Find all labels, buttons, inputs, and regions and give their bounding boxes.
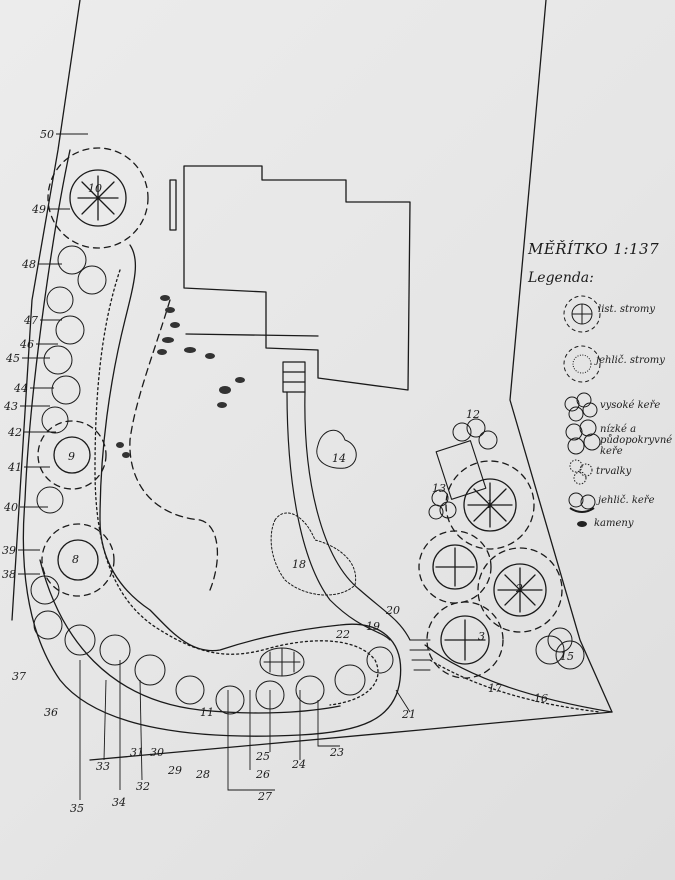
plant-label-10: 10 bbox=[88, 182, 102, 195]
plant-label-46: 46 bbox=[19, 338, 34, 351]
legend-title: Legenda: bbox=[528, 270, 594, 286]
shrub-15 bbox=[535, 627, 585, 670]
garden-path-edge bbox=[304, 391, 411, 641]
plant-label-15: 15 bbox=[560, 650, 574, 663]
plant-label-29: 29 bbox=[167, 764, 182, 777]
shrub-cluster-left bbox=[30, 245, 394, 715]
stones-terrace bbox=[116, 295, 245, 458]
legend-label-stone: kameny bbox=[594, 518, 634, 529]
arbor-square bbox=[435, 440, 487, 500]
plant-label-49: 49 bbox=[31, 203, 46, 216]
plant-label-35: 35 bbox=[70, 802, 84, 815]
plant-label-19: 19 bbox=[366, 620, 380, 633]
bed-outer bbox=[22, 149, 402, 737]
plant-label-20: 20 bbox=[385, 604, 400, 617]
plant-label-12: 12 bbox=[466, 408, 480, 421]
plant-label-34: 34 bbox=[112, 796, 126, 809]
plant-label-18: 18 bbox=[292, 558, 306, 571]
plant-label-45: 45 bbox=[5, 352, 20, 365]
boundary-right bbox=[509, 0, 613, 713]
plant-label-30: 30 bbox=[150, 746, 164, 759]
tree-1 bbox=[445, 460, 535, 550]
plant-label-38: 38 bbox=[2, 568, 16, 581]
tree-10 bbox=[47, 147, 149, 249]
plant-label-48: 48 bbox=[21, 258, 36, 271]
right-strip bbox=[424, 644, 613, 713]
tree-unnumbered bbox=[418, 530, 492, 604]
plant-label-39: 39 bbox=[2, 544, 16, 557]
plant-label-47: 47 bbox=[23, 314, 38, 327]
plant-label-1: 1 bbox=[486, 498, 493, 511]
plant-label-13: 13 bbox=[432, 482, 446, 495]
plant-label-2: 2 bbox=[515, 582, 523, 595]
plant-label-22: 22 bbox=[335, 628, 350, 641]
scale-title: MĚŘÍTKO 1:137 bbox=[528, 240, 660, 258]
path-steps bbox=[409, 639, 431, 671]
shrub-12 bbox=[452, 418, 498, 450]
legend-symbol-conifer-shrub bbox=[568, 492, 596, 513]
legend-label-tall-shrub: vysoké keře bbox=[600, 400, 661, 411]
boundary-bottom bbox=[89, 711, 613, 761]
plant-label-44: 44 bbox=[13, 382, 28, 395]
plant-label-26: 26 bbox=[255, 768, 270, 781]
stone-feature bbox=[259, 647, 305, 677]
tree-8 bbox=[41, 523, 115, 597]
plant-label-9: 9 bbox=[68, 450, 75, 463]
perennial-18 bbox=[270, 512, 357, 596]
plant-label-33: 33 bbox=[96, 760, 110, 773]
legend-label-perennial: trvalky bbox=[596, 466, 632, 477]
shrub-14 bbox=[316, 430, 357, 469]
house-inner-line bbox=[185, 333, 319, 337]
plant-label-16: 16 bbox=[534, 692, 548, 705]
perennial-13 bbox=[428, 489, 457, 520]
plant-label-37: 37 bbox=[12, 670, 26, 683]
plant-label-42: 42 bbox=[7, 426, 22, 439]
plant-label-36: 36 bbox=[44, 706, 58, 719]
plant-label-8: 8 bbox=[72, 553, 79, 566]
plant-label-41: 41 bbox=[7, 461, 22, 474]
legend-label-conifer-shrub: jehlič. keře bbox=[598, 495, 655, 506]
legend-symbol-low-shrub bbox=[565, 419, 601, 455]
plant-label-43: 43 bbox=[3, 400, 18, 413]
right-strip-inner bbox=[429, 659, 601, 713]
plant-label-27: 27 bbox=[257, 790, 272, 803]
legend-label-low-shrub: nízké a půdopokryvné keře bbox=[600, 424, 673, 457]
plant-label-40: 40 bbox=[3, 501, 18, 514]
legend-symbol-tall-shrub bbox=[564, 392, 598, 422]
plant-label-50: 50 bbox=[40, 128, 54, 141]
plant-label-31: 31 bbox=[130, 746, 144, 759]
plant-label-32: 32 bbox=[136, 780, 150, 793]
plant-label-11: 11 bbox=[200, 706, 214, 719]
tree-2 bbox=[477, 547, 563, 633]
lawn-outline bbox=[129, 299, 219, 591]
plan-number-labels: 50 49 48 47 46 45 44 43 42 41 40 39 38 3… bbox=[2, 128, 574, 815]
bed-inner bbox=[94, 269, 379, 706]
plant-label-3: 3 bbox=[478, 630, 485, 643]
plant-label-28: 28 bbox=[195, 768, 210, 781]
house-steps bbox=[282, 361, 306, 393]
plant-label-24: 24 bbox=[291, 758, 306, 771]
house-outline bbox=[183, 165, 411, 391]
legend-symbol-perennial bbox=[569, 459, 593, 485]
fence-segment bbox=[169, 179, 177, 231]
legend-symbol-deciduous-tree bbox=[563, 295, 601, 333]
plant-label-25: 25 bbox=[255, 750, 270, 763]
plant-label-21: 21 bbox=[401, 708, 416, 721]
bed-edge-line bbox=[39, 559, 341, 714]
leader-lines bbox=[18, 133, 411, 800]
plant-label-17: 17 bbox=[488, 682, 502, 695]
plant-label-23: 23 bbox=[329, 746, 344, 759]
tree-9 bbox=[37, 420, 107, 490]
legend-label-deciduous-tree: list. stromy bbox=[598, 304, 655, 315]
legend-symbol-conifer-tree bbox=[563, 345, 601, 383]
boundary-left bbox=[11, 0, 81, 621]
tree-3 bbox=[426, 601, 504, 679]
plant-label-14: 14 bbox=[332, 452, 346, 465]
legend-label-conifer-tree: jehlič. stromy bbox=[596, 355, 665, 366]
garden-path bbox=[286, 391, 391, 641]
legend-symbols bbox=[563, 295, 601, 527]
legend-symbol-stone bbox=[577, 521, 587, 527]
